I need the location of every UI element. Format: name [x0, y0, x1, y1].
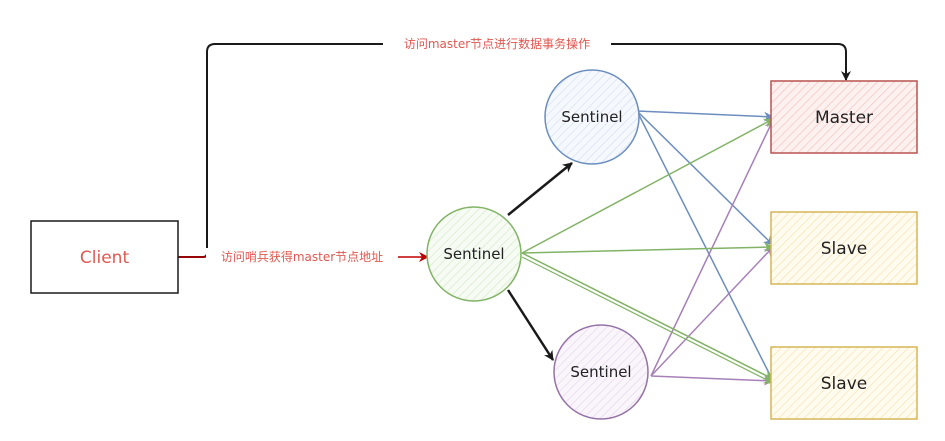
- edges-top-sentinel: [636, 110, 774, 382]
- edge-label-client-to-master: 访问master节点进行数据事务操作: [404, 36, 590, 51]
- edge-main-sentinel-to-slave-bottom-2: [521, 256, 774, 384]
- sentinel-bottom-label: Sentinel: [570, 363, 631, 381]
- edges-main-sentinel: [521, 118, 774, 384]
- slave-bottom-label: Slave: [821, 374, 867, 394]
- slave-node-top: Slave: [770, 211, 918, 285]
- edge-label-bg-sentinel: [206, 248, 398, 266]
- edge-main-sentinel-to-master: [521, 118, 774, 254]
- edge-label-client-to-sentinel: 访问哨兵获得master节点地址: [221, 249, 383, 264]
- client-node: Client: [30, 220, 179, 294]
- edge-bottom-sentinel-to-slave-bottom: [650, 375, 774, 386]
- edge-bottom-sentinel-to-slave-top: [650, 246, 774, 377]
- master-label: Master: [815, 108, 873, 128]
- slave-node-bottom: Slave: [770, 346, 918, 420]
- sentinel-main-label: Sentinel: [443, 245, 504, 263]
- slave-top-label: Slave: [821, 239, 867, 259]
- edge-top-sentinel-to-slave-bottom: [636, 110, 774, 382]
- sentinel-top-label: Sentinel: [561, 108, 622, 126]
- edge-main-sentinel-to-bottom-sentinel: [506, 289, 555, 361]
- edge-main-sentinel-to-top-sentinel: [507, 162, 573, 216]
- master-node: Master: [770, 80, 918, 154]
- edge-main-sentinel-to-slave-top: [521, 242, 774, 254]
- edges-bottom-sentinel: [650, 119, 774, 386]
- edge-main-sentinel-to-slave-bottom: [521, 252, 774, 380]
- sentinel-node-main: Sentinel: [426, 206, 522, 302]
- edges-sentinel-links: [506, 162, 573, 361]
- edge-label-bg-master: [383, 35, 611, 53]
- client-label: Client: [80, 248, 130, 268]
- sentinel-node-top: Sentinel: [544, 69, 640, 165]
- edge-top-sentinel-to-slave-top: [636, 110, 774, 246]
- sentinel-node-bottom: Sentinel: [553, 324, 649, 420]
- edge-top-sentinel-to-master: [636, 110, 774, 122]
- edge-client-to-master: [178, 43, 851, 258]
